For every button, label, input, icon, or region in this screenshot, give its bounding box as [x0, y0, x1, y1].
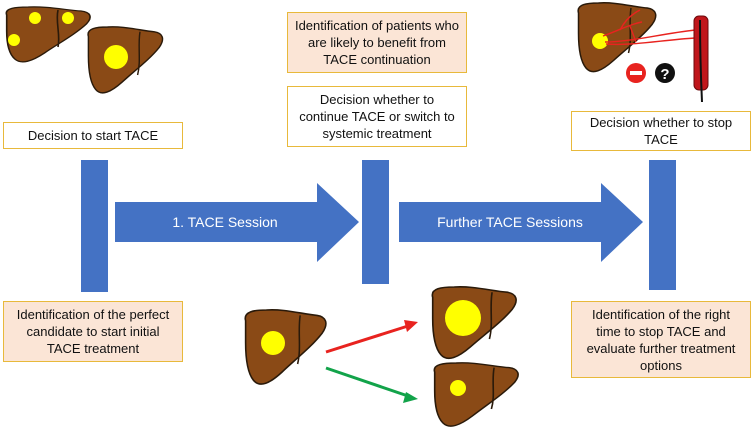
- tumor-icon: [62, 12, 74, 24]
- green-arrow-line: [325, 366, 409, 398]
- start-identification-text: Identification of the perfect candidate …: [16, 307, 170, 356]
- stop-decision-box: Decision whether to stop TACE: [571, 111, 751, 151]
- liver-shape-1: [5, 6, 91, 63]
- tumor-icon: [450, 380, 466, 396]
- stop-decision-text: Decision whether to stop TACE: [589, 115, 733, 147]
- liver-icon: [431, 285, 517, 360]
- arrow-first-session: 1. TACE Session: [115, 183, 359, 262]
- catheter-wire: [699, 19, 703, 103]
- tumor-icon: [104, 45, 128, 69]
- catheter-vessel-line: [604, 29, 696, 43]
- start-decision-box: Decision to start TACE: [3, 122, 183, 149]
- stop-identification-text: Identification of the right time to stop…: [586, 306, 736, 373]
- timeline-bar-start: [81, 160, 108, 292]
- liver-shape-4: [244, 308, 327, 385]
- tumor-icon: [592, 33, 608, 49]
- catheter-icon: [602, 9, 709, 103]
- arrow-further-sessions: Further TACE Sessions: [399, 183, 643, 262]
- question-mark-icon: ?: [655, 63, 675, 83]
- liver-lobe-line-4: [296, 315, 301, 365]
- liver-icon: [577, 2, 657, 73]
- continue-decision-text: Decision whether to continue TACE or swi…: [299, 92, 455, 141]
- arrow-further-sessions-label: Further TACE Sessions: [437, 214, 583, 230]
- arrow-further-sessions-shape: [399, 183, 643, 262]
- arrow-first-session-shape: [115, 183, 359, 262]
- tumor-icon: [29, 12, 41, 24]
- continue-identification-text: Identification of patients who are likel…: [294, 18, 460, 67]
- liver-lobe-line-3: [627, 7, 632, 54]
- liver-icon: [87, 26, 164, 94]
- timeline-bar-stop: [649, 160, 676, 290]
- start-decision-text: Decision to start TACE: [27, 128, 159, 143]
- liver-icon: [244, 308, 327, 385]
- tumor-icon: [8, 34, 20, 46]
- no-entry-icon: [626, 63, 646, 83]
- liver-icon: [5, 6, 91, 63]
- tumor-icon: [261, 331, 285, 355]
- stop-identification-box: Identification of the right time to stop…: [571, 301, 751, 378]
- red-arrow-head: [404, 320, 418, 332]
- liver-lobe-line-5: [488, 292, 493, 340]
- continue-identification-box: Identification of patients who are likel…: [287, 12, 467, 73]
- question-glyph: ?: [660, 66, 669, 83]
- timeline-bar-continue: [362, 160, 389, 284]
- continue-decision-box: Decision whether to continue TACE or swi…: [287, 86, 467, 147]
- arrow-first-session-label: 1. TACE Session: [172, 214, 277, 230]
- tumor-icon: [445, 300, 481, 336]
- liver-lobe-line-2: [136, 31, 141, 76]
- catheter-vessel-line: [605, 37, 696, 46]
- red-arrow-icon: [325, 320, 418, 354]
- liver-shape-6: [433, 362, 519, 427]
- liver-lobe-line-1: [56, 9, 60, 48]
- red-arrow-line: [325, 324, 409, 354]
- liver-lobe-line-6: [490, 367, 495, 410]
- start-identification-box: Identification of the perfect candidate …: [3, 301, 183, 362]
- question-circle: [655, 63, 675, 83]
- green-arrow-head: [403, 392, 418, 403]
- green-arrow-icon: [325, 366, 418, 403]
- liver-icon: [433, 362, 519, 427]
- no-entry-bar: [630, 71, 642, 75]
